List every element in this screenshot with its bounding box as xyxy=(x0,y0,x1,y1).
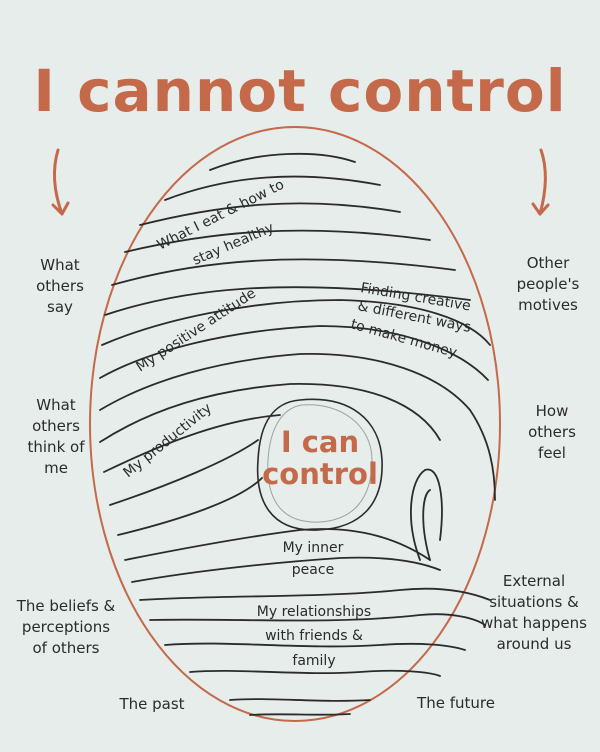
label-relationships-line3: family xyxy=(292,653,335,669)
outside-right-motives-line2: people's xyxy=(516,275,580,293)
label-productivity-text: My productivity xyxy=(120,400,215,481)
label-productivity: My productivity xyxy=(120,400,215,481)
center-label-line1: I can xyxy=(280,425,360,459)
outside-right-motives-line3: motives xyxy=(518,296,578,314)
outside-right-feel-line1: How xyxy=(535,402,569,420)
outside-left-past: The past xyxy=(110,694,194,715)
outside-left-say-line3: say xyxy=(47,298,73,316)
center-label: I can control xyxy=(250,426,390,490)
outside-right-external-line3: what happens xyxy=(481,614,587,632)
outside-left-think-line2: others xyxy=(32,417,80,435)
outside-right-motives-line1: Other xyxy=(526,254,570,272)
label-inner-peace-line2: peace xyxy=(292,562,334,578)
outside-left-think-line1: What xyxy=(36,396,76,414)
outside-right-external-line2: situations & xyxy=(489,593,579,611)
label-inner-peace-line1: My inner xyxy=(283,540,344,556)
title: I cannot control xyxy=(33,57,567,125)
label-inner-peace: My inner peace xyxy=(283,540,344,578)
left-arrow-icon xyxy=(51,148,70,216)
label-relationships: My relationships with friends & family xyxy=(257,604,371,669)
outside-right-external-line1: External xyxy=(502,572,566,590)
outside-left-think-line3: think of xyxy=(27,438,85,456)
center-label-line2: control xyxy=(262,457,378,491)
outside-left-think-line4: me xyxy=(44,459,68,477)
outside-left-past-line1: The past xyxy=(119,695,185,713)
core-loop xyxy=(256,398,383,531)
oval-boundary xyxy=(89,126,501,722)
outside-left-beliefs-line3: of others xyxy=(32,639,100,657)
outside-left-say-line2: others xyxy=(36,277,84,295)
label-relationships-line2: with friends & xyxy=(265,628,363,644)
label-relationships-line1: My relationships xyxy=(257,604,371,620)
outside-left-beliefs: The beliefs & perceptions of others xyxy=(10,596,122,659)
outside-left-say: What others say xyxy=(20,255,100,318)
outside-right-external-line4: around us xyxy=(496,635,572,653)
fingerprint-ridges xyxy=(99,152,496,716)
outside-right-feel-line2: others xyxy=(528,423,576,441)
outside-left-beliefs-line1: The beliefs & xyxy=(16,597,116,615)
outside-right-feel-line3: feel xyxy=(538,444,566,462)
outside-left-think: What others think of me xyxy=(16,395,96,479)
outside-left-beliefs-line2: perceptions xyxy=(21,618,111,636)
outside-left-say-line1: What xyxy=(40,256,80,274)
outside-right-feel: How others feel xyxy=(510,401,594,464)
outside-right-future: The future xyxy=(410,693,502,714)
outside-right-external: External situations & what happens aroun… xyxy=(474,571,594,655)
core-highlight xyxy=(267,404,373,523)
right-arrow-icon xyxy=(531,148,550,216)
outside-right-motives: Other people's motives xyxy=(500,253,596,316)
outside-right-future-line1: The future xyxy=(417,694,495,712)
